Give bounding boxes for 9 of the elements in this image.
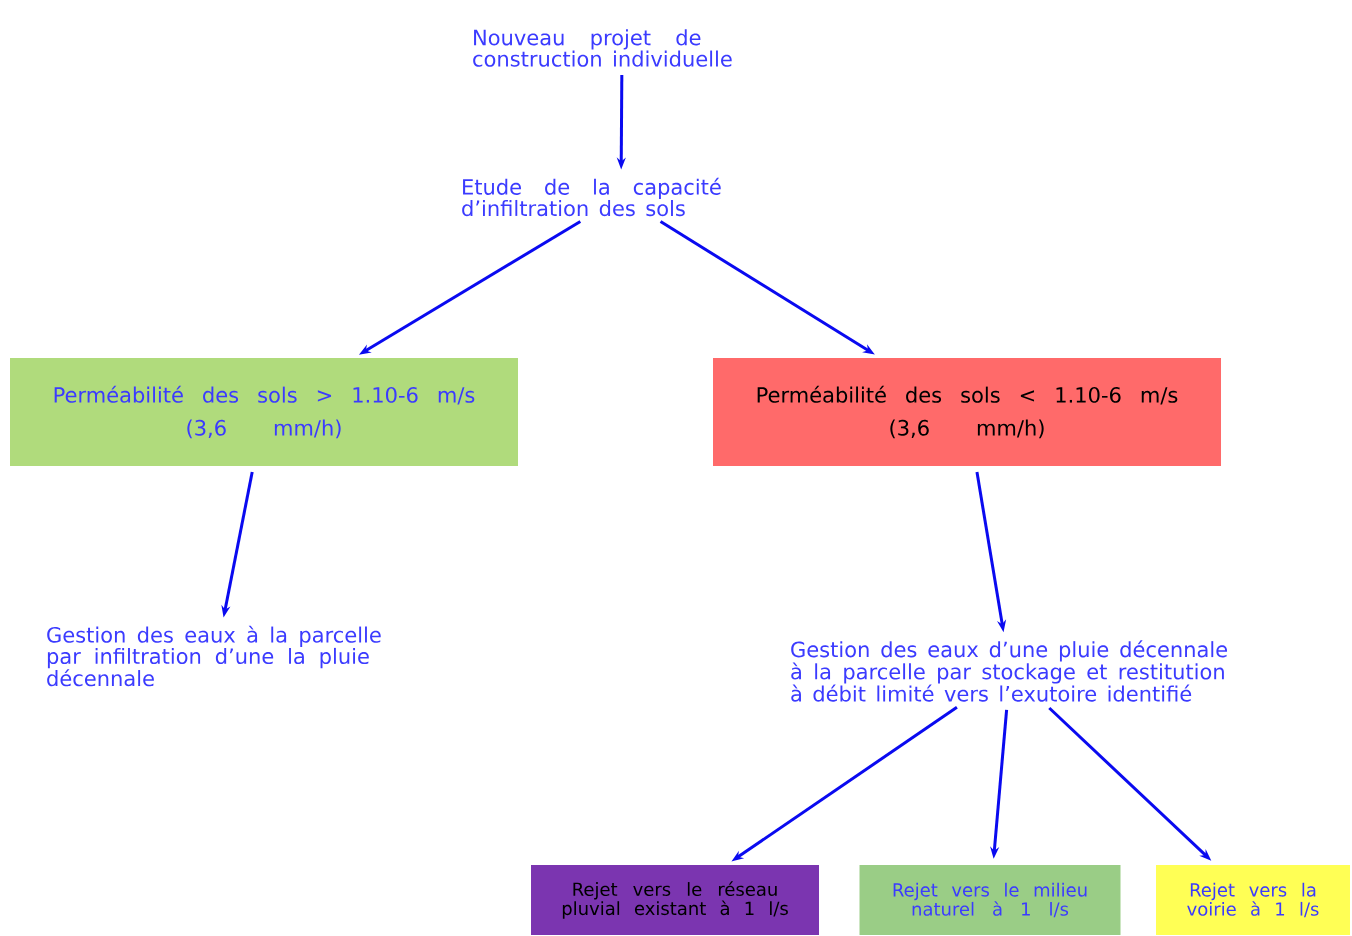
- process-box: Rejet vers le milieu naturel à 1 l/s: [859, 865, 1121, 935]
- process-box: Rejet vers la voirie à 1 l/s: [1156, 865, 1350, 935]
- process-box: Perméabilité des sols > 1.10-6 m/s (3,6 mm/h): [10, 358, 518, 466]
- text-label: Gestion des eaux d’une pluie décennale à la parcelle par stockage et restitution à débit limité vers l’exutoire identifié: [791, 640, 1227, 702]
- process-box: Perméabilité des sols < 1.10-6 m/s (3,6 mm/h): [713, 358, 1221, 466]
- process-box: Rejet vers le réseau pluvial existant à 1 l/s: [531, 865, 819, 935]
- text-label: Etude de la capacité d’infiltration des sols: [462, 177, 721, 217]
- text-label: Nouveau projet de construction individuelle: [473, 29, 732, 67]
- text-label: Gestion des eaux à la parcelle par infiltration d’une la pluie décennale: [47, 625, 381, 687]
